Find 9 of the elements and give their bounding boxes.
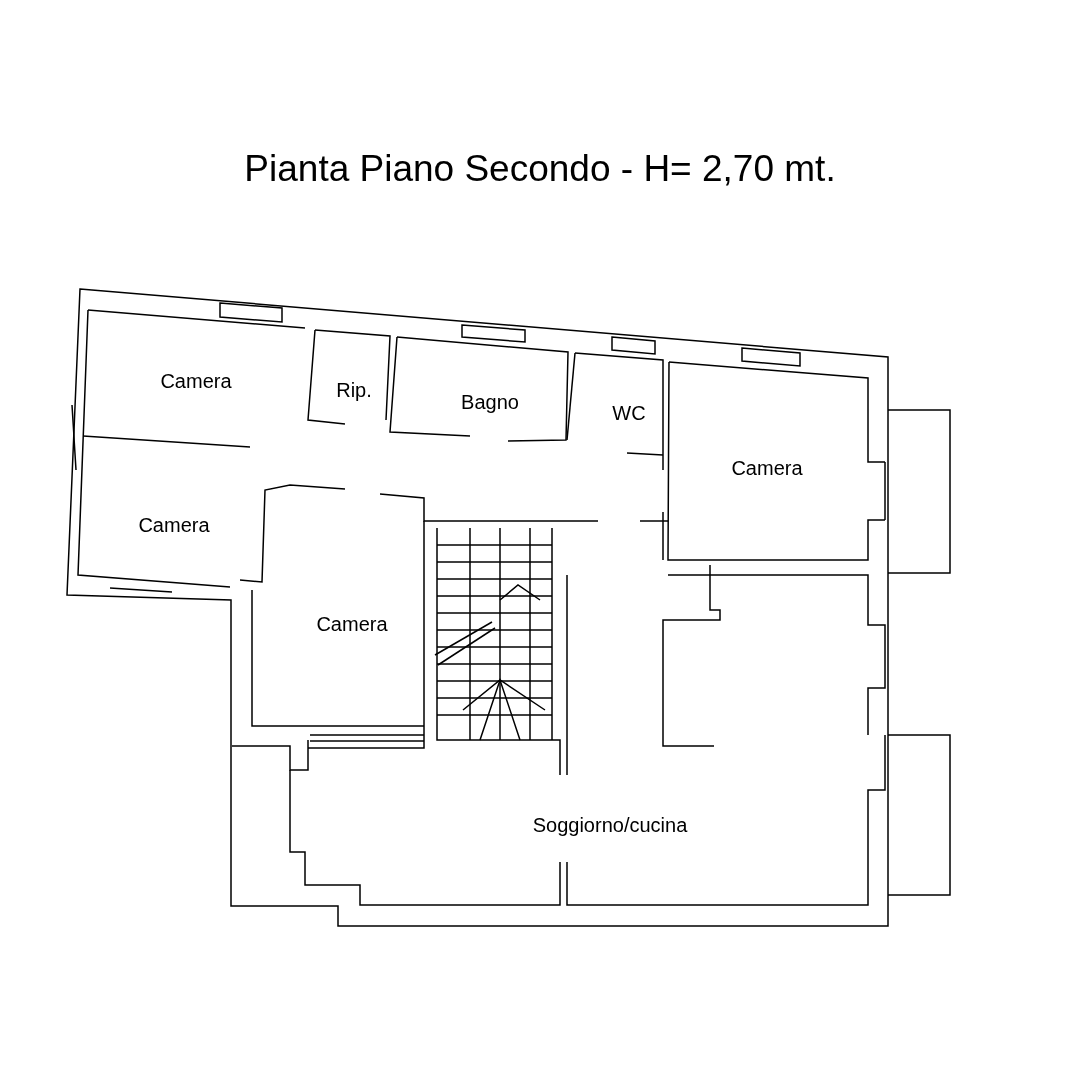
room-label: Camera (316, 612, 388, 636)
plan-title: Pianta Piano Secondo - H= 2,70 mt. (243, 148, 837, 190)
room-label: Camera (160, 369, 232, 393)
room-label: WC (612, 401, 646, 425)
room-label: Camera (731, 456, 803, 480)
room-label: Soggiorno/cucina (532, 813, 688, 837)
room-label: Rip. (336, 378, 372, 402)
room-label: Bagno (461, 390, 519, 414)
room-label: Camera (138, 513, 210, 537)
